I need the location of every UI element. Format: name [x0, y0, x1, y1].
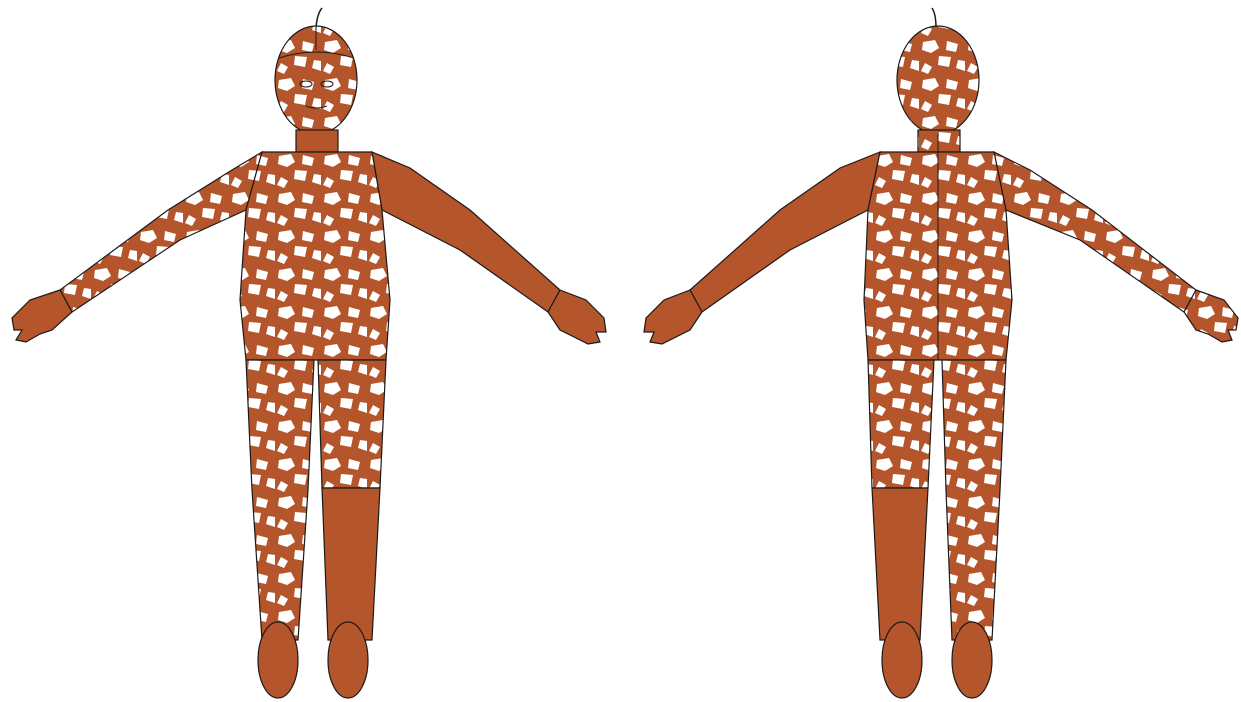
- back-left-hand: [644, 290, 702, 344]
- back-head: [897, 26, 979, 134]
- front-right-leg-lower: [322, 488, 380, 640]
- back-neck: [918, 130, 960, 152]
- back-view: [644, 8, 1238, 698]
- back-antenna: [932, 8, 936, 28]
- front-neck: [296, 130, 338, 152]
- front-right-foot: [328, 622, 368, 698]
- back-right-foot: [952, 622, 992, 698]
- back-left-arm: [690, 152, 880, 312]
- front-right-leg-upper: [318, 360, 386, 488]
- front-left-arm: [60, 152, 262, 312]
- front-left-foot: [258, 622, 298, 698]
- front-left-hand: [12, 290, 72, 342]
- back-right-arm: [994, 152, 1196, 312]
- back-left-leg-lower: [872, 488, 928, 640]
- front-right-arm: [372, 152, 560, 312]
- front-right-hand: [548, 290, 606, 344]
- front-torso: [240, 152, 390, 360]
- back-left-foot: [882, 622, 922, 698]
- front-antenna: [316, 8, 322, 28]
- back-left-leg-upper: [868, 360, 934, 488]
- back-right-hand: [1184, 290, 1238, 342]
- back-right-leg: [942, 360, 1006, 640]
- front-view: [12, 8, 606, 698]
- front-left-leg: [246, 360, 314, 640]
